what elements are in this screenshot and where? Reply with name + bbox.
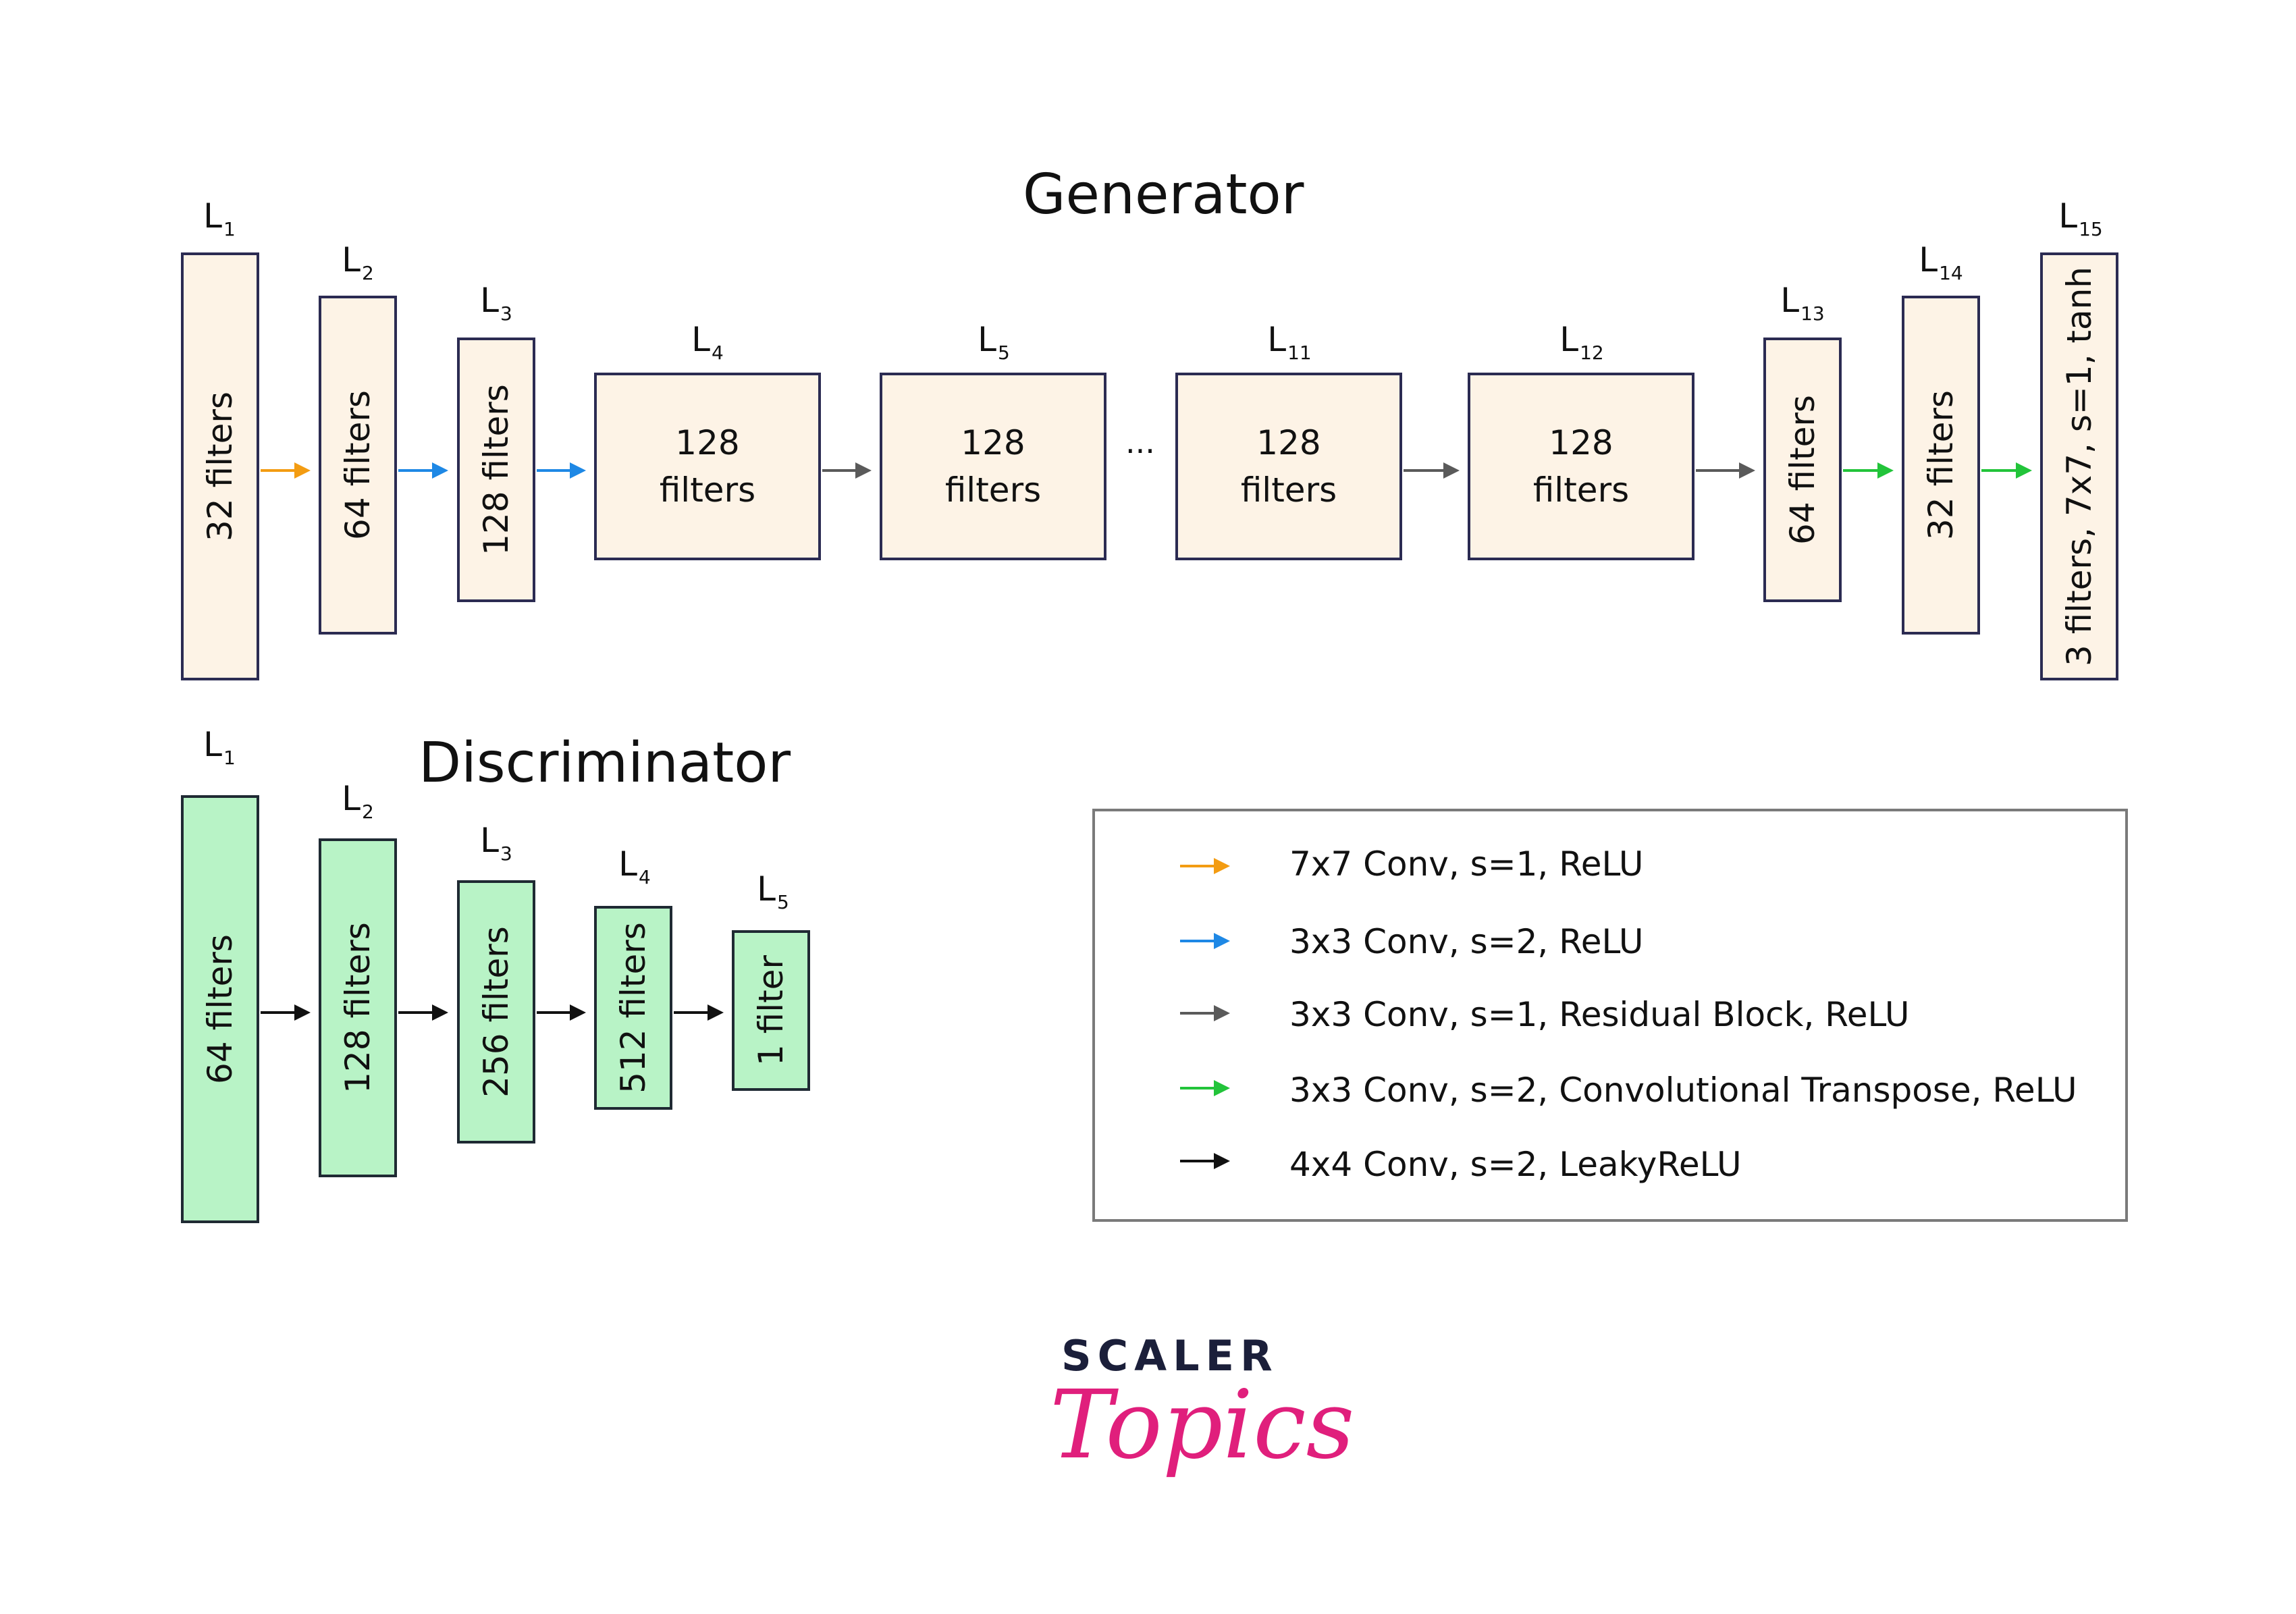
- gen-layer-14: 32 filters: [1902, 296, 1980, 635]
- gen-layer-15: 3 filters, 7x7, s=1, tanh: [2040, 252, 2118, 680]
- gen-layer-4-line2: filters: [659, 470, 756, 510]
- gen-layer-5: 128 filters: [880, 373, 1106, 560]
- disc-layer-label-3: L3: [480, 821, 512, 865]
- gen-layer-label-13: L13: [1780, 281, 1825, 325]
- legend-item-4: 3x3 Conv, s=2, Convolutional Transpose, …: [1289, 1071, 2077, 1110]
- logo-scaler: SCALER: [1061, 1331, 1279, 1380]
- gen-layer-label-12: L12: [1559, 320, 1604, 364]
- gen-layer-13: 64 filters: [1763, 338, 1842, 602]
- legend-item-2: 3x3 Conv, s=2, ReLU: [1289, 922, 1644, 961]
- disc-layer-4: 512 filters: [594, 906, 672, 1110]
- gen-layer-label-1: L1: [203, 196, 236, 240]
- generator-title: Generator: [1023, 163, 1304, 227]
- gen-layer-label-14: L14: [1919, 240, 1963, 284]
- gen-layer-4: 128 filters: [594, 373, 821, 560]
- disc-layer-5: 1 filter: [732, 930, 810, 1091]
- legend-item-5: 4x4 Conv, s=2, LeakyReLU: [1289, 1145, 1742, 1184]
- gen-layer-label-4: L4: [691, 320, 724, 364]
- gen-layer-11-line1: 128: [1256, 423, 1321, 462]
- legend-item-3: 3x3 Conv, s=1, Residual Block, ReLU: [1289, 995, 1910, 1034]
- gen-layer-12: 128 filters: [1468, 373, 1694, 560]
- gen-ellipsis: ...: [1125, 424, 1155, 460]
- gen-layer-label-3: L3: [480, 281, 512, 325]
- disc-layer-label-2: L2: [342, 779, 374, 823]
- gen-layer-label-5: L5: [978, 320, 1010, 364]
- disc-layer-label-4: L4: [618, 844, 651, 888]
- gen-layer-11-line2: filters: [1240, 470, 1337, 510]
- gen-layer-1: 32 filters: [181, 252, 259, 680]
- disc-layer-2: 128 filters: [319, 838, 397, 1177]
- gen-layer-4-line1: 128: [675, 423, 740, 462]
- legend-item-1: 7x7 Conv, s=1, ReLU: [1289, 844, 1644, 884]
- gen-layer-12-line2: filters: [1532, 470, 1630, 510]
- gen-layer-5-line2: filters: [944, 470, 1042, 510]
- gen-layer-5-line1: 128: [961, 423, 1025, 462]
- logo-topics: Topics: [1050, 1370, 1355, 1480]
- gen-layer-label-11: L11: [1267, 320, 1312, 364]
- gen-layer-11: 128 filters: [1175, 373, 1402, 560]
- disc-layer-label-5: L5: [757, 869, 789, 913]
- gen-layer-12-line1: 128: [1549, 423, 1613, 462]
- gen-layer-2: 64 filters: [319, 296, 397, 635]
- gen-layer-label-2: L2: [342, 240, 374, 284]
- disc-layer-3: 256 filters: [457, 880, 535, 1144]
- disc-layer-1: 64 filters: [181, 795, 259, 1223]
- discriminator-title: Discriminator: [419, 731, 791, 795]
- gen-layer-label-15: L15: [2058, 196, 2103, 240]
- disc-layer-label-1: L1: [203, 725, 236, 769]
- gen-layer-3: 128 filters: [457, 338, 535, 602]
- legend-box: [1092, 809, 2128, 1222]
